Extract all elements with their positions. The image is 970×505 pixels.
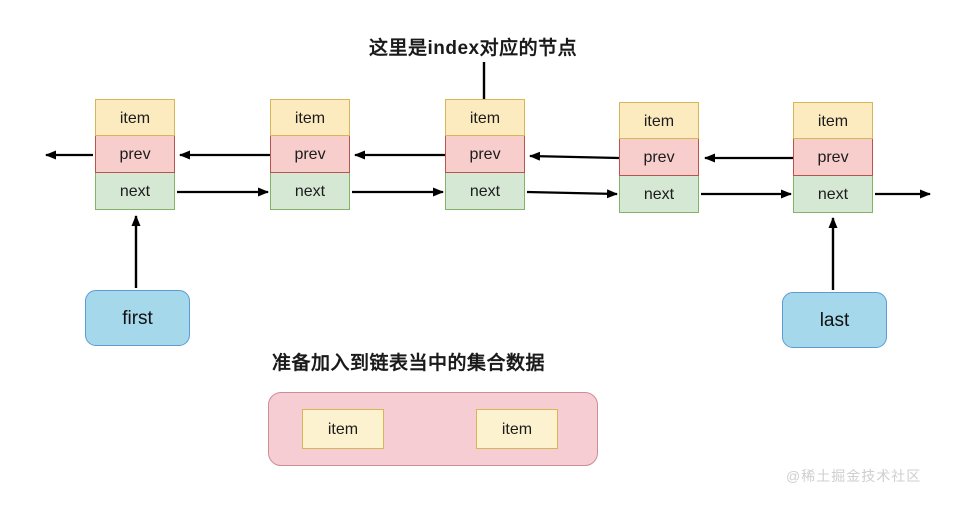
list-node: item prev next [95, 99, 175, 210]
node-next-cell: next [95, 173, 175, 210]
list-node-index-target: item prev next [445, 99, 525, 210]
pointer-box-first: first [85, 290, 190, 346]
arrow-prev-3-to-2 [529, 151, 620, 161]
node-next-cell: next [270, 173, 350, 210]
node-next-cell: next [619, 176, 699, 213]
arrow-next-2-to-3 [526, 189, 618, 199]
node-prev-cell: prev [793, 139, 873, 176]
collection-annotation-label: 准备加入到链表当中的集合数据 [272, 353, 546, 374]
node-item-cell: item [95, 99, 175, 136]
node-prev-cell: prev [619, 139, 699, 176]
list-node: item prev next [793, 102, 873, 213]
node-item-cell: item [445, 99, 525, 136]
collection-item: item [476, 409, 558, 449]
node-prev-cell: prev [95, 136, 175, 173]
index-annotation-label: 这里是index对应的节点 [369, 38, 578, 59]
node-next-cell: next [793, 176, 873, 213]
collection-item: item [302, 409, 384, 449]
list-node: item prev next [270, 99, 350, 210]
list-node: item prev next [619, 102, 699, 213]
node-prev-cell: prev [445, 136, 525, 173]
node-item-cell: item [793, 102, 873, 139]
pointer-box-last: last [782, 292, 887, 348]
node-item-cell: item [619, 102, 699, 139]
node-item-cell: item [270, 99, 350, 136]
watermark: @稀土掘金技术社区 [786, 468, 922, 484]
node-next-cell: next [445, 173, 525, 210]
node-prev-cell: prev [270, 136, 350, 173]
